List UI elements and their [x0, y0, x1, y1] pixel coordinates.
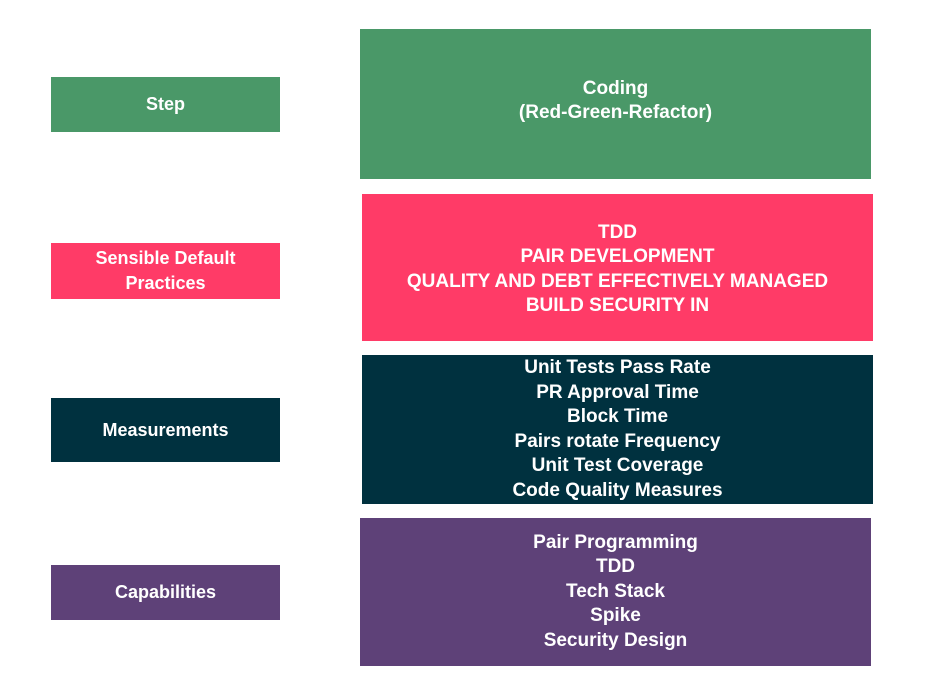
practices-label-text: Practices: [125, 273, 206, 293]
measurements-label-text: Measurements: [102, 419, 229, 440]
measurements-content-line: Block Time: [566, 406, 669, 427]
capabilities-content-box: Pair Programming TDD Tech Stack Spike Se…: [360, 518, 871, 666]
capabilities-label-box: Capabilities: [51, 565, 280, 620]
measurements-content-line: Code Quality Measures: [512, 479, 723, 501]
practices-label-text: Sensible Default: [95, 248, 236, 268]
step-label-box: Step: [51, 77, 280, 132]
practices-content-line: BUILD SECURITY IN: [525, 295, 710, 316]
measurements-content-line: Pairs rotate Frequency: [514, 430, 721, 452]
measurements-content-line: PR Approval Time: [536, 381, 699, 403]
step-content-line: (Red-Green-Refactor): [518, 102, 713, 123]
capabilities-content-line: Spike: [590, 605, 641, 627]
step-label-text: Step: [145, 94, 185, 114]
step-content-box: Coding (Red-Green-Refactor): [360, 29, 871, 179]
practices-content-line: TDD: [597, 221, 638, 243]
capabilities-label-text: Capabilities: [114, 582, 217, 602]
practices-label-box: Sensible Default Practices: [51, 243, 280, 299]
practices-content-line: PAIR DEVELOPMENT: [520, 246, 715, 267]
capabilities-content-line: Security Design: [543, 629, 688, 651]
practices-content-line: QUALITY AND DEBT EFFECTIVELY MANAGED: [406, 270, 829, 292]
capabilities-content-line: TDD: [595, 556, 636, 578]
measurements-content-box: Unit Tests Pass Rate PR Approval Time Bl…: [362, 355, 873, 504]
measurements-content-line: Unit Tests Pass Rate: [524, 357, 711, 378]
practices-content-box: TDD PAIR DEVELOPMENT QUALITY AND DEBT EF…: [362, 194, 873, 341]
capabilities-content-line: Pair Programming: [533, 531, 698, 553]
step-content-line: Coding: [582, 77, 649, 99]
capabilities-content-line: Tech Stack: [566, 580, 665, 602]
measurements-content-line: Unit Test Coverage: [531, 455, 704, 476]
measurements-label-box: Measurements: [51, 398, 280, 462]
